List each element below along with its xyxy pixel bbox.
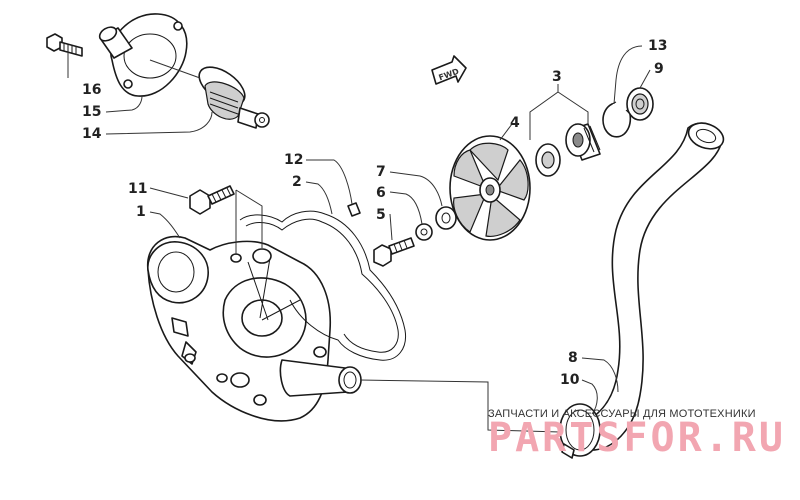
forward-direction-arrow-icon: FWD (431, 55, 467, 85)
part-8-hose (574, 122, 725, 451)
label-3: 3 (552, 69, 562, 85)
part-12-dowel-pin (347, 202, 361, 217)
leader-lines (67, 45, 651, 433)
part-3-seal (535, 123, 601, 177)
label-9: 9 (654, 61, 664, 77)
part-11-bolt (189, 185, 235, 215)
part-14-thermostat (198, 66, 270, 129)
label-10: 10 (560, 372, 580, 388)
part-15-thermostat-cover (98, 13, 188, 97)
label-12: 12 (284, 152, 303, 168)
watermark-caption: ЗАПЧАСТИ И АКСЕССУАРЫ ДЛЯ МОТОТЕХНИКИ (488, 408, 756, 420)
part-1-pump-housing (147, 235, 362, 422)
watermark: ЗАПЧАСТИ И АКСЕССУАРЫ ДЛЯ МОТОТЕХНИКИ PA… (488, 408, 786, 461)
part-labels: 16 15 14 13 9 3 4 12 2 7 6 5 11 1 8 10 (82, 38, 667, 388)
part-2-gasket (239, 210, 407, 361)
label-11: 11 (128, 181, 147, 197)
part-16-bolt (46, 33, 83, 57)
label-14: 14 (82, 126, 102, 142)
part-5-bolt (373, 237, 415, 267)
label-8: 8 (568, 350, 578, 366)
label-16: 16 (82, 82, 101, 98)
part-10-hose-clamp (559, 403, 601, 459)
part-4-impeller (449, 135, 531, 241)
part-7-washer (435, 206, 457, 230)
label-4: 4 (510, 115, 520, 131)
part-9-oil-seal (626, 87, 654, 121)
part-6-washer (415, 223, 433, 241)
label-1: 1 (136, 204, 146, 220)
label-13: 13 (648, 38, 667, 54)
label-5: 5 (376, 207, 386, 223)
label-6: 6 (376, 185, 386, 201)
label-15: 15 (82, 104, 101, 120)
label-2: 2 (292, 174, 302, 190)
label-7: 7 (376, 164, 386, 180)
watermark-logo: PARTSFOR.RU (488, 415, 786, 461)
part-13-snap-ring (602, 101, 632, 138)
